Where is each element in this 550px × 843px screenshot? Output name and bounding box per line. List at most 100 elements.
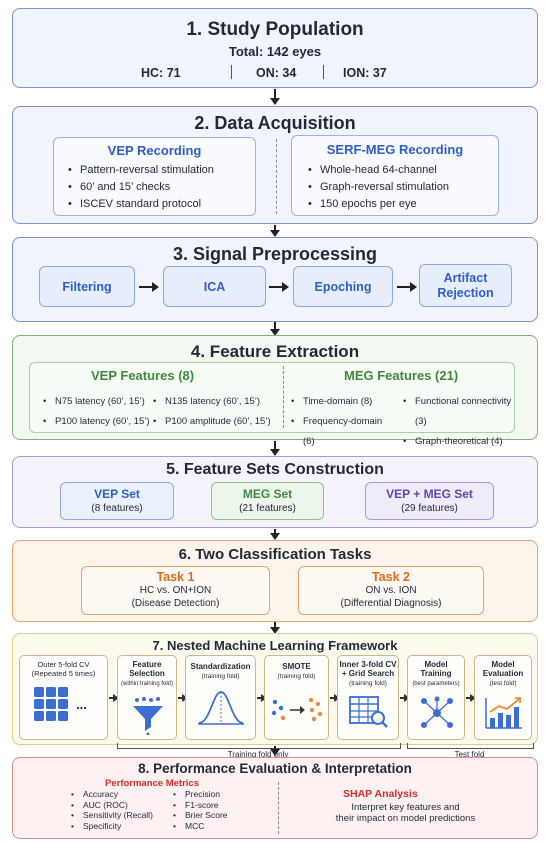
signal-preprocessing-panel: 3. Signal Preprocessing Filtering ICA Ep… — [12, 237, 538, 322]
arrow-right — [466, 694, 476, 702]
step-filtering: Filtering — [39, 266, 135, 307]
flow-arrow — [270, 746, 280, 756]
task-line: (Differential Diagnosis) — [340, 598, 442, 609]
list-item: P100 amplitude (60’, 15’) — [153, 412, 278, 432]
set-count: (29 features) — [401, 503, 458, 514]
list-item: Precision — [173, 789, 228, 800]
panel-title: 7. Nested Machine Learning Framework — [152, 638, 398, 653]
inner-cv-box: Inner 3-fold CV+ Grid Search (training fo… — [337, 655, 399, 740]
list-item: MCC — [173, 821, 228, 832]
task-name: Task 2 — [372, 570, 410, 584]
total-eyes: Total: 142 eyes — [228, 44, 322, 59]
shap-desc-line: Interpret key features and — [351, 802, 460, 813]
meg-features-list: Functional connectivity (3) Graph-theore… — [403, 392, 518, 452]
step-label: Filtering — [62, 279, 112, 294]
funnel-icon — [133, 697, 163, 735]
arrow-right — [269, 282, 289, 292]
step-name: Inner 3-fold CV — [339, 660, 397, 669]
arrow-right — [397, 282, 417, 292]
group-hc: HC: 71 — [141, 66, 181, 80]
list-item: Accuracy — [71, 789, 153, 800]
step-ica: ICA — [163, 266, 266, 307]
task-line: HC vs. ON+ION — [139, 585, 212, 596]
vep-features-list: N135 latency (60’, 15’) P100 amplitude (… — [153, 392, 278, 432]
arrow-right — [178, 694, 188, 702]
step-label: Artifact Rejection — [437, 270, 494, 300]
grid-icon — [34, 687, 68, 721]
panel-title: 3. Signal Preprocessing — [172, 244, 378, 264]
step-artifact-rejection: Artifact Rejection — [419, 264, 512, 307]
step-label: Epoching — [314, 279, 372, 294]
flow-arrow — [270, 89, 280, 105]
shap-title: SHAP Analysis — [343, 788, 418, 800]
dashed-divider — [276, 139, 277, 214]
arrow-right — [109, 694, 119, 702]
flow-arrow — [270, 322, 280, 336]
arrow-right — [139, 282, 159, 292]
meg-recording-title: SERF-MEG Recording — [326, 142, 464, 157]
step-name: Selection — [129, 669, 165, 678]
oversampling-icon — [271, 697, 323, 722]
step-sub: (best parameters) — [412, 681, 460, 687]
metrics-list-1: Accuracy AUC (ROC) Sensitivity (Recall) … — [71, 789, 153, 831]
task-2-box: Task 2 ON vs. ION (Differential Diagnosi… — [298, 566, 484, 615]
outer-cv-line2: (Repeated 5 times) — [31, 669, 96, 678]
set-name: MEG Set — [242, 487, 293, 501]
panel-title: 5. Feature Sets Construction — [166, 461, 384, 478]
list-item: Specificity — [71, 821, 153, 832]
list-item: ISCEV standard protocol — [68, 196, 214, 213]
step-name: + Grid Search — [341, 669, 395, 678]
flow-arrow — [270, 529, 280, 540]
smote-box: SMOTE(training fold) — [264, 655, 329, 740]
feature-extraction-panel: 4. Feature Extraction VEP Features (8) N… — [12, 335, 538, 452]
panel-title: 2. Data Acquisition — [194, 113, 356, 133]
list-item: AUC (ROC) — [71, 800, 153, 811]
list-item: 60’ and 15’ checks — [68, 179, 214, 196]
step-sub: (test fold) — [489, 680, 517, 687]
step-sub: (training fold) — [349, 680, 387, 687]
vep-set-box: VEP Set (8 features) — [60, 482, 174, 520]
dashed-divider — [283, 366, 284, 428]
step-epoching: Epoching — [293, 266, 393, 307]
list-item: Pattern-reversal stimulation — [68, 162, 214, 179]
step-sub: (training fold) — [277, 673, 316, 680]
outer-cv-box: Outer 5-fold CV(Repeated 5 times) ... — [19, 655, 108, 740]
step-name: Standardization — [190, 662, 251, 671]
meg-set-box: MEG Set (21 features) — [211, 482, 324, 520]
vep-recording-list: Pattern-reversal stimulation 60’ and 15’… — [68, 162, 214, 213]
task-1-box: Task 1 HC vs. ON+ION (Disease Detection) — [81, 566, 270, 615]
performance-panel: 8. Performance Evaluation & Interpretati… — [12, 757, 538, 839]
training-fold-bracket — [117, 743, 401, 749]
step-sub: (training fold) — [201, 673, 240, 680]
arrow-right — [400, 694, 410, 702]
set-name: VEP Set — [94, 487, 140, 501]
vep-recording-box: VEP Recording Pattern-reversal stimulati… — [53, 137, 256, 216]
task-line: (Disease Detection) — [131, 598, 220, 609]
list-item: Time-domain (8) — [291, 392, 396, 412]
set-name: VEP + MEG Set — [386, 487, 473, 501]
panel-title: 1. Study Population — [186, 19, 364, 40]
panel-title: 8. Performance Evaluation & Interpretati… — [138, 761, 412, 776]
network-icon — [421, 696, 453, 728]
list-item: Functional connectivity (3) — [403, 392, 518, 432]
arrow-right — [257, 694, 267, 702]
step-name: Evaluation — [482, 669, 524, 678]
step-name: Model — [491, 660, 515, 669]
shap-description: Interpret key features and their impact … — [293, 802, 518, 824]
classification-tasks-panel: 6. Two Classification Tasks Task 1 HC vs… — [12, 540, 538, 622]
divider — [231, 65, 232, 79]
table-search-icon — [349, 696, 388, 728]
training-fold-label: Training fold only — [227, 750, 289, 759]
vep-features-title: VEP Features (8) — [91, 368, 195, 383]
arrow-right — [330, 694, 340, 702]
list-item: Sensitivity (Recall) — [71, 810, 153, 821]
list-item: Graph-reversal stimulation — [308, 179, 449, 196]
task-name: Task 1 — [156, 570, 195, 584]
metrics-list-2: Precision F1-score Brier Score MCC — [173, 789, 228, 831]
vep-features-list: N75 latency (60’, 15’) P100 latency (60’… — [43, 392, 163, 432]
vep-meg-set-box: VEP + MEG Set (29 features) — [365, 482, 494, 520]
step-name: Training — [420, 669, 452, 678]
feature-sets-panel: 5. Feature Sets Construction VEP Set (8 … — [12, 456, 538, 528]
